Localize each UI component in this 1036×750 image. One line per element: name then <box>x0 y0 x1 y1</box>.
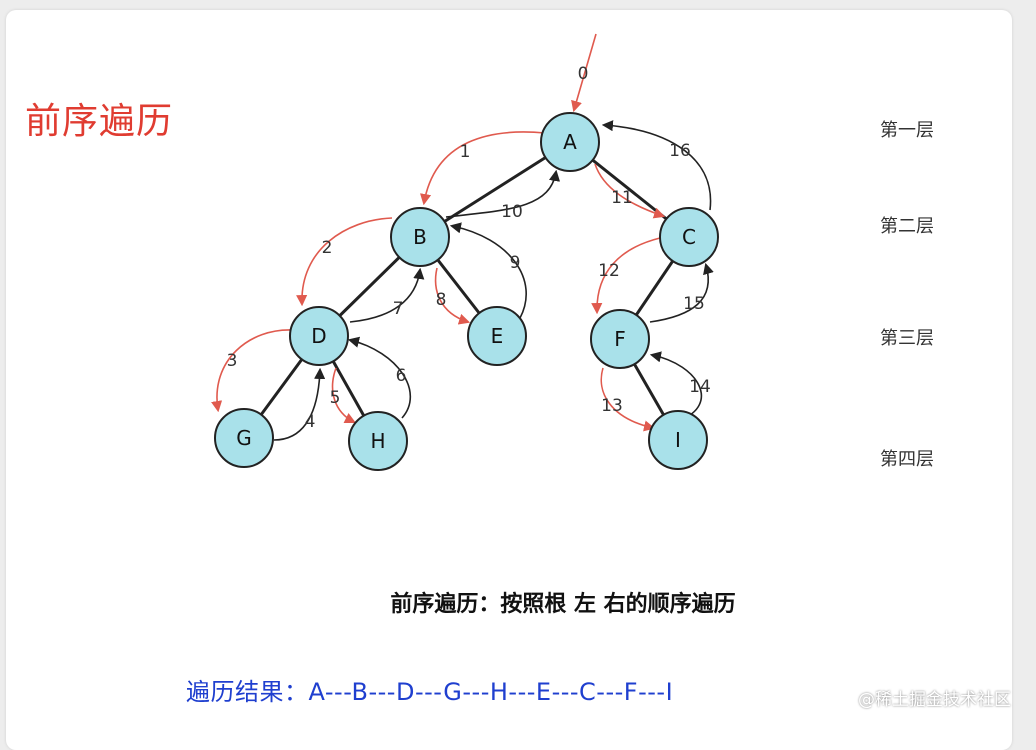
arrow-step-4 <box>273 367 326 441</box>
step-label-7: 7 <box>393 299 404 319</box>
level-label-2: 第二层 <box>880 216 934 237</box>
binary-tree-diagram: 0 1 2 3 4 5 6 7 8 9 10 11 12 13 14 15 16… <box>211 33 719 471</box>
step-label-14: 14 <box>689 377 711 397</box>
node-e: E <box>467 306 527 366</box>
page-title: 前序遍历 <box>25 101 174 142</box>
arrow-step-16 <box>601 120 712 211</box>
traversal-description: 前序遍历：按照根 左 右的顺序遍历 <box>390 592 736 617</box>
node-g: G <box>214 408 274 468</box>
node-i: I <box>648 410 708 470</box>
step-label-16: 16 <box>669 141 691 161</box>
arrow-step-13 <box>600 367 656 432</box>
node-label-d: D <box>311 324 326 348</box>
arrow-step-2 <box>296 217 393 307</box>
arrow-step-6 <box>347 336 412 419</box>
level-label-3: 第三层 <box>880 328 934 349</box>
node-label-a: A <box>563 130 577 154</box>
level-label-4: 第四层 <box>880 449 934 470</box>
diagram-card <box>6 10 1012 750</box>
node-label-f: F <box>614 327 626 351</box>
step-label-9: 9 <box>510 253 521 273</box>
arrow-step-5 <box>331 367 357 424</box>
node-c: C <box>659 207 719 267</box>
step-label-5: 5 <box>330 388 341 408</box>
node-h: H <box>348 411 408 471</box>
step-label-13: 13 <box>601 396 623 416</box>
node-d: D <box>289 306 349 366</box>
node-label-h: H <box>370 429 385 453</box>
step-label-10: 10 <box>501 202 523 222</box>
arrow-step-0 <box>571 33 597 113</box>
arrow-step-3 <box>211 329 294 413</box>
node-a: A <box>540 112 600 172</box>
step-label-3: 3 <box>227 351 238 371</box>
step-label-2: 2 <box>322 238 333 258</box>
arrow-step-12 <box>591 237 661 315</box>
node-label-e: E <box>491 324 504 348</box>
arrow-step-1 <box>420 131 546 206</box>
level-label-1: 第一层 <box>880 120 934 141</box>
step-label-8: 8 <box>436 290 447 310</box>
node-label-g: G <box>236 426 252 450</box>
node-label-i: I <box>675 428 681 452</box>
arrow-step-7 <box>349 267 425 323</box>
arrow-step-15 <box>649 262 714 323</box>
arrow-step-11 <box>594 163 666 219</box>
arrow-step-8 <box>434 267 471 325</box>
step-label-11: 11 <box>611 188 633 208</box>
step-label-1: 1 <box>460 142 471 162</box>
node-f: F <box>590 309 650 369</box>
arrow-step-9 <box>449 222 527 319</box>
step-label-4: 4 <box>305 412 316 432</box>
node-label-b: B <box>413 225 427 249</box>
step-label-12: 12 <box>598 261 620 281</box>
node-label-c: C <box>682 225 696 249</box>
step-label-6: 6 <box>396 366 407 386</box>
step-label-0: 0 <box>578 64 589 84</box>
arrow-step-10 <box>445 169 561 218</box>
node-b: B <box>390 207 450 267</box>
traversal-result: 遍历结果：A---B---D---G---H---E---C---F---I <box>186 678 674 706</box>
watermark: @稀土掘金技术社区 <box>858 690 1011 710</box>
step-label-15: 15 <box>683 294 705 314</box>
